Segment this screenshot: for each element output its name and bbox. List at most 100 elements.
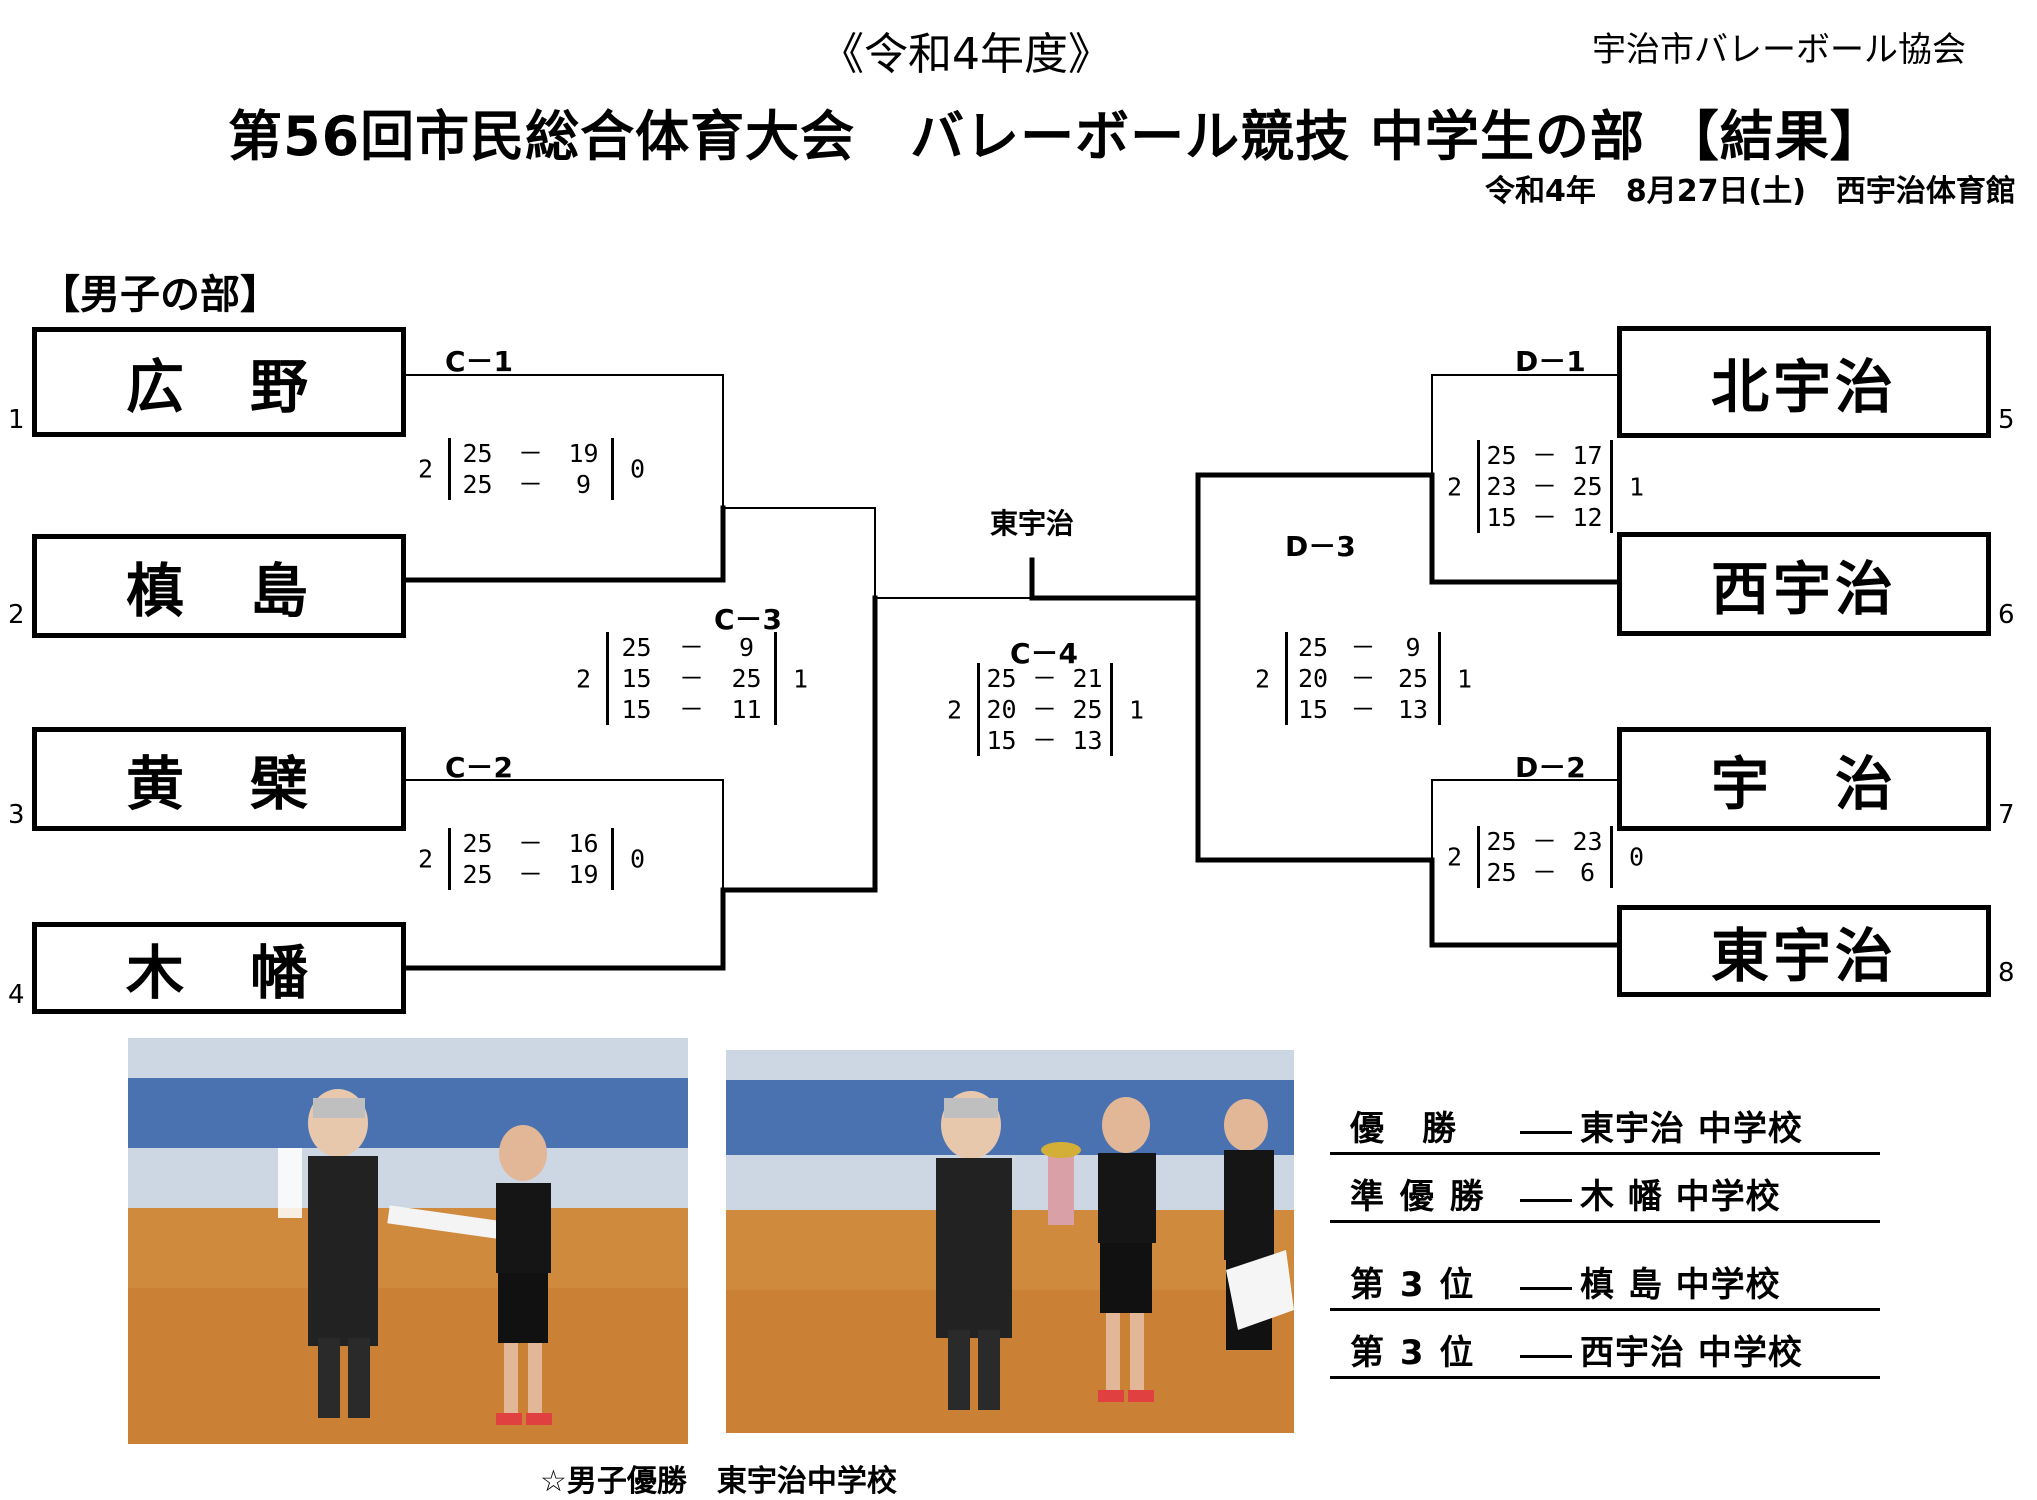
- match-label-d3: D－3: [1285, 530, 1356, 563]
- team-box-7: 宇 治: [1617, 727, 1991, 831]
- seed-number: 8: [1998, 958, 2015, 988]
- set-score-dash: －: [1531, 858, 1557, 887]
- bracket-line-d2-top: [1431, 779, 1618, 861]
- award-photo-certificate: [128, 1038, 688, 1444]
- set-score-dash: －: [678, 633, 704, 662]
- set-score-row: 15－13: [1288, 694, 1438, 725]
- set-score-right: 19: [568, 439, 599, 468]
- bracket-line-d3-bottom: [1195, 595, 1435, 863]
- result-school: 木 幡 中学校: [1580, 1177, 1781, 1217]
- result-row-third-2: 第 3 位 西宇治 中学校: [1330, 1330, 1880, 1379]
- set-score-dash: －: [1350, 633, 1376, 662]
- team-box-6: 西宇治: [1617, 532, 1991, 636]
- set-score-left: 15: [986, 726, 1017, 755]
- result-row-champion: 優 勝 東宇治 中学校: [1330, 1106, 1880, 1155]
- bracket-line-c1-top: [404, 374, 724, 509]
- set-score-left: 20: [986, 695, 1017, 724]
- set-score-left: 25: [462, 470, 493, 499]
- score-right-wins: 1: [1629, 472, 1645, 501]
- team-box-1: 広 野: [32, 327, 406, 437]
- match-label-c2: C－2: [445, 751, 514, 784]
- set-score-row: 15－25: [609, 663, 774, 694]
- bracket-line-c2-top: [404, 779, 724, 891]
- score-right-wins: 1: [1129, 695, 1145, 724]
- set-score-right: 12: [1572, 503, 1603, 532]
- set-score-left: 23: [1486, 472, 1517, 501]
- match-label-d2: D－2: [1515, 751, 1586, 784]
- bracket-line-d2-bottom: [1429, 857, 1620, 948]
- era-title: 《令和4年度》: [820, 29, 1112, 80]
- set-score-row: 25－19: [451, 438, 611, 469]
- set-score-left: 25: [1297, 633, 1329, 662]
- score-left-wins: 2: [418, 454, 434, 484]
- team-box-4: 木 幡: [32, 922, 406, 1014]
- set-score-row: 25 － 9: [1288, 632, 1438, 663]
- seed-number: 4: [8, 980, 25, 1010]
- team-box-2: 槙 島: [32, 534, 406, 638]
- match-label-c4: C－4: [1010, 637, 1079, 670]
- bracket-line-d1-bottom: [1429, 472, 1620, 585]
- set-score-dash: －: [1531, 827, 1557, 856]
- bracket-line-c4-right: [1029, 557, 1201, 601]
- set-score-right: 25: [731, 664, 762, 693]
- set-score-row: 25－17: [1480, 440, 1610, 471]
- result-school: 槙 島 中学校: [1580, 1265, 1781, 1305]
- set-score-left: 15: [1297, 695, 1329, 724]
- result-rank: 第 3 位: [1350, 1333, 1476, 1373]
- set-score-left: 25: [462, 439, 493, 468]
- result-row-runner-up: 準 優 勝 木 幡 中学校: [1330, 1174, 1880, 1223]
- set-score-row: 25－21: [980, 663, 1110, 694]
- team-box-8: 東宇治: [1617, 905, 1991, 997]
- set-score-right: 9: [575, 470, 592, 499]
- score-left-wins: 2: [1255, 664, 1271, 693]
- result-rank: 準 優 勝: [1350, 1177, 1486, 1217]
- section-title: 【男子の部】: [40, 272, 280, 318]
- set-score-left: 25: [1486, 827, 1517, 856]
- set-score-left: 25: [1486, 858, 1517, 887]
- set-score-right: 21: [1072, 664, 1103, 693]
- set-score-row: 15－11: [609, 694, 774, 725]
- set-score-right: 19: [568, 860, 599, 889]
- page-title: 第56回市民総合体育大会 バレーボール競技 中学生の部 【結果】: [228, 105, 1885, 168]
- set-score-row: 20 － 25: [980, 694, 1110, 725]
- set-score-right: 25: [1072, 695, 1103, 724]
- bracket-line-c3-bottom: [720, 595, 878, 893]
- result-dash: [1520, 1199, 1572, 1202]
- result-school: 西宇治 中学校: [1580, 1333, 1803, 1373]
- set-score-left: 15: [1486, 503, 1517, 532]
- result-school: 東宇治 中学校: [1580, 1109, 1803, 1149]
- set-score-dash: －: [517, 829, 543, 858]
- set-score-right: 13: [1397, 695, 1429, 724]
- set-score-right: 11: [731, 695, 762, 724]
- set-score-left: 15: [621, 664, 652, 693]
- set-score-right: 9: [1405, 633, 1421, 662]
- set-score-dash: －: [1531, 503, 1557, 532]
- set-score-dash: －: [1031, 726, 1057, 755]
- seed-number: 2: [8, 600, 25, 630]
- set-score-left: 20: [1297, 664, 1329, 693]
- set-score-row: 25 － 9: [609, 632, 774, 663]
- set-score-right: 25: [1572, 472, 1603, 501]
- set-score-right: 9: [738, 633, 755, 662]
- set-score-dash: －: [517, 860, 543, 889]
- set-score-row: 15－13: [980, 725, 1110, 756]
- set-score-row: 20－25: [1288, 663, 1438, 694]
- bracket-line-d3-top: [1195, 472, 1435, 601]
- set-score-left: 25: [462, 829, 493, 858]
- result-row-third-1: 第 3 位 槙 島 中学校: [1330, 1262, 1880, 1311]
- set-score-left: 25: [621, 633, 652, 662]
- organization-name: 宇治市バレーボール協会: [1592, 30, 1966, 70]
- set-score-dash: －: [1031, 695, 1057, 724]
- result-dash: [1520, 1131, 1572, 1134]
